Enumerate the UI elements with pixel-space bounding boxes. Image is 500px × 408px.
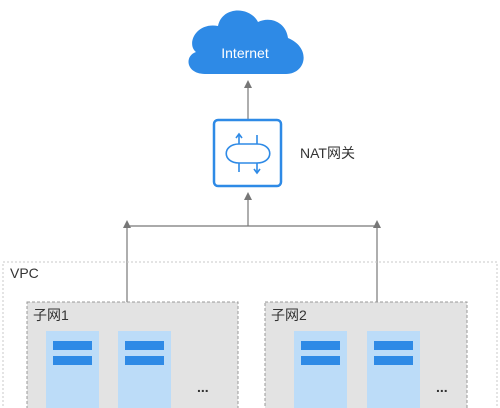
- nat-gateway-node: NAT网关: [212, 118, 355, 188]
- subnet-label: 子网1: [33, 307, 69, 323]
- subnet-2: 子网2 ...: [264, 301, 468, 408]
- server-icon: [46, 331, 99, 408]
- vpc-label: VPC: [10, 265, 39, 281]
- server-icon: [367, 331, 420, 408]
- more-servers-indicator: ...: [436, 379, 448, 395]
- internet-label: Internet: [221, 45, 269, 61]
- vpc-boundary: [2, 261, 498, 408]
- internet-node: Internet: [188, 10, 304, 74]
- cloud-icon: [188, 10, 304, 74]
- subnet-1: 子网1 ...: [26, 301, 239, 408]
- server-icon: [118, 331, 171, 408]
- nat-gateway-icon: [225, 132, 271, 175]
- nat-gateway-label: NAT网关: [300, 145, 355, 161]
- more-servers-indicator: ...: [197, 379, 209, 395]
- server-icon: [294, 331, 347, 408]
- nat-gateway-box: [212, 118, 283, 188]
- subnet-label: 子网2: [271, 307, 307, 323]
